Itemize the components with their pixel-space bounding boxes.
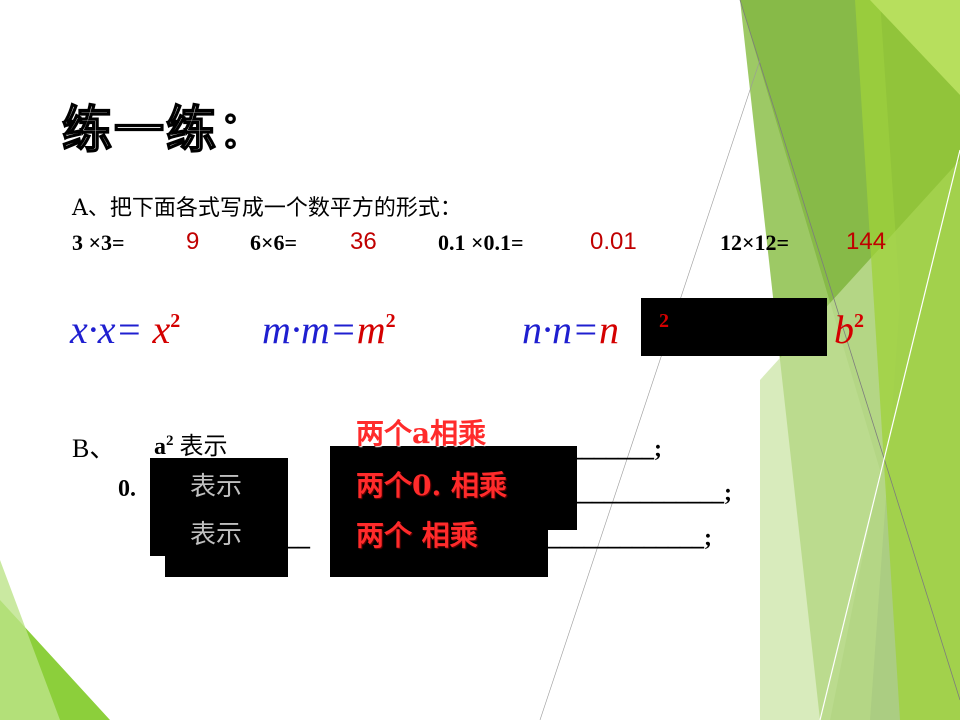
thin-line [819,149,960,720]
x-answer: x [152,307,171,352]
line2-prefix: 0. [118,476,136,502]
line1-base: a2 表示 [154,426,228,461]
b-letter: b [834,307,854,352]
black-cover-mid-lower [330,510,548,577]
algebra-x: x·x= x2 [70,306,180,353]
n-expression: n·n= [522,307,599,352]
green-band-bright [855,0,960,720]
x-expression: x·x= [70,307,143,352]
b-exponent: 2 [854,310,864,332]
expr-6x6: 6×6= [250,230,298,255]
word-shown-2: 表示 [190,472,243,502]
answer-b1: 两个a相乘 [356,417,487,450]
answer-3x3: 9 [186,228,200,255]
a-letter: a [154,434,166,460]
line1-word: 表示 [179,432,228,460]
word-shown-3: 表示 [190,520,243,550]
green-triangle-bottom-left-pale [0,560,60,720]
black-cover-box [641,298,827,356]
n-exponent: 2 [659,310,669,332]
underscores-left-3: ____ [262,525,310,551]
thin-line [539,59,761,720]
answer-b2: 两个0. 相乘 [356,469,507,502]
answer-b3: 两个 相乘 [356,519,478,552]
page-title: 练一练： [61,100,270,160]
thin-line [739,0,960,701]
blank-end-1: _______; [570,436,662,462]
answer-01x01: 0.01 [590,228,637,255]
instruction-a: A、把下面各式写成一个数平方的形式： [72,196,462,221]
expr-01x01: 0.1 ×0.1= [438,230,524,255]
m-exponent: 2 [385,310,396,332]
algebra-m: m·m=m2 [262,306,396,353]
m-answer: m [356,307,386,352]
answer-12x12: 144 [846,228,887,255]
b-answer: b2 [834,306,864,353]
m-expression: m·m= [262,307,357,352]
blank-end-2: _____________; [568,480,732,506]
expr-12x12: 12×12= [720,230,790,255]
green-triangle-top [870,0,960,95]
answer-6x6: 36 [350,228,377,255]
black-cover-left-lower [165,505,288,577]
n-answer: n [599,307,619,352]
a-exponent: 2 [166,433,174,449]
algebra-n: n·n=n [522,306,619,353]
expr-3x3: 3 ×3= [72,230,125,255]
section-b-label: B、 [72,434,116,463]
x-exponent: 2 [170,310,181,332]
